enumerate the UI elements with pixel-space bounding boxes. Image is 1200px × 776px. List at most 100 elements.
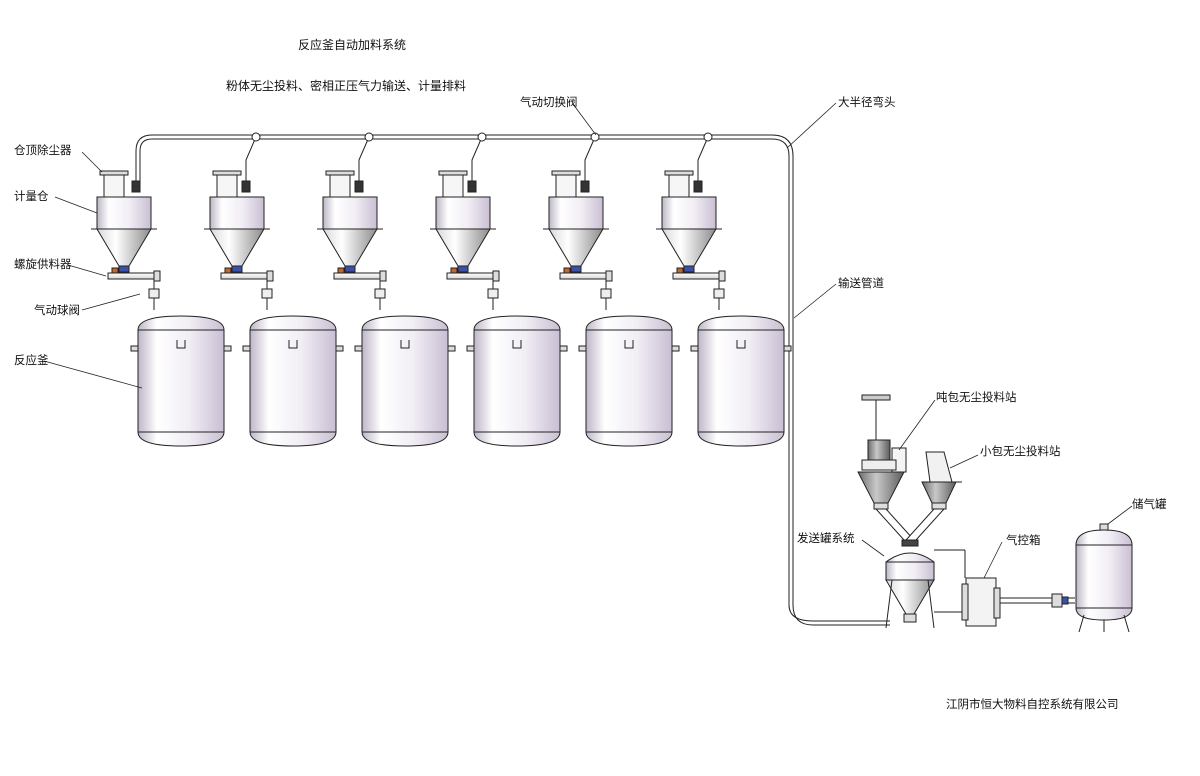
weigh-bin bbox=[96, 196, 152, 230]
company-name: 江阴市恒大物料自控系统有限公司 bbox=[946, 697, 1119, 711]
discharge-valve-actuator bbox=[676, 267, 684, 274]
inlet-valve bbox=[354, 180, 364, 193]
label-ball-valve: 气动球阀 bbox=[34, 303, 80, 317]
main-pipeline bbox=[135, 134, 890, 626]
diagram-title: 反应釜自动加料系统 bbox=[298, 38, 407, 52]
screw-feeder-end bbox=[492, 270, 500, 282]
weigh-bin-cone bbox=[435, 228, 491, 267]
reactor-vessel bbox=[585, 315, 673, 447]
reactor-lug bbox=[578, 345, 587, 352]
dust-collector-cap bbox=[325, 170, 355, 176]
reactor-nozzle-mark bbox=[736, 340, 746, 349]
reactor-unit bbox=[656, 132, 792, 447]
inlet-valve bbox=[467, 180, 477, 193]
switch-valve bbox=[703, 132, 713, 142]
inlet-valve bbox=[131, 180, 141, 193]
weigh-bin-cone bbox=[661, 228, 717, 267]
weigh-bin bbox=[322, 196, 378, 230]
reactor-unit bbox=[543, 132, 680, 447]
screw-feeder bbox=[559, 272, 607, 280]
discharge-valve bbox=[344, 265, 356, 273]
label-weigh-bin: 计量仓 bbox=[14, 189, 49, 203]
screw-feeder bbox=[446, 272, 494, 280]
dust-collector-cap bbox=[664, 170, 694, 176]
dust-collector-cap bbox=[99, 170, 129, 176]
reactor-lug bbox=[242, 345, 251, 352]
reactor-vessel bbox=[473, 315, 561, 447]
reactor-units bbox=[91, 132, 792, 447]
screw-feeder-end bbox=[605, 270, 613, 282]
reactor-lug bbox=[335, 345, 344, 352]
switch-valve bbox=[251, 132, 261, 142]
label-ton-bag-station: 吨包无尘投料站 bbox=[936, 390, 1017, 404]
reactor-lug bbox=[783, 345, 792, 352]
reactor-lug bbox=[690, 345, 699, 352]
reactor-unit bbox=[317, 132, 456, 447]
screw-feeder-end bbox=[153, 270, 161, 282]
ball-valve bbox=[713, 288, 725, 299]
reactor-vessel bbox=[697, 315, 785, 447]
label-dust-collector: 仓顶除尘器 bbox=[14, 143, 72, 157]
control-box-graphic bbox=[961, 577, 1001, 627]
feeding-station bbox=[857, 394, 1133, 633]
reactor-unit bbox=[204, 132, 344, 447]
dust-collector bbox=[329, 172, 351, 198]
discharge-valve bbox=[457, 265, 469, 273]
label-elbow: 大半径弯头 bbox=[838, 95, 896, 109]
dust-collector bbox=[668, 172, 690, 198]
reactor-vessel bbox=[249, 315, 337, 447]
dust-collector bbox=[216, 172, 238, 198]
reactor-unit bbox=[430, 132, 568, 447]
dust-collector bbox=[103, 172, 125, 198]
reactor-lug bbox=[559, 345, 568, 352]
weigh-bin bbox=[661, 196, 717, 230]
reactor-nozzle-mark bbox=[624, 340, 634, 349]
discharge-valve bbox=[231, 265, 243, 273]
reactor-nozzle-mark bbox=[512, 340, 522, 349]
discharge-valve-actuator bbox=[224, 267, 232, 274]
leader-lines bbox=[43, 102, 1133, 579]
weigh-bin bbox=[548, 196, 604, 230]
discharge-valve-actuator bbox=[337, 267, 345, 274]
air-line bbox=[996, 593, 1075, 608]
dust-collector bbox=[555, 172, 577, 198]
ton-bag-station-graphic bbox=[857, 394, 907, 510]
weigh-bin-cone bbox=[322, 228, 378, 267]
ball-valve bbox=[374, 288, 386, 299]
dust-collector-cap bbox=[438, 170, 468, 176]
screw-feeder bbox=[333, 272, 381, 280]
label-switch-valve: 气动切换阀 bbox=[520, 95, 578, 109]
air-tank-graphic bbox=[1075, 523, 1133, 633]
screw-feeder-end bbox=[379, 270, 387, 282]
switch-valve bbox=[364, 132, 374, 142]
reactor-nozzle-mark bbox=[288, 340, 298, 349]
reactor-lug bbox=[354, 345, 363, 352]
reactor-nozzle-mark bbox=[400, 340, 410, 349]
screw-feeder-end bbox=[718, 270, 726, 282]
reactor-lug bbox=[466, 345, 475, 352]
dust-collector-cap bbox=[551, 170, 581, 176]
weigh-bin-cone bbox=[548, 228, 604, 267]
reactor-vessel bbox=[137, 315, 225, 447]
label-screw-feeder: 螺旋供料器 bbox=[14, 257, 72, 271]
label-control-box: 气控箱 bbox=[1006, 533, 1041, 547]
discharge-valve bbox=[118, 265, 130, 273]
dust-collector-cap bbox=[212, 170, 242, 176]
ball-valve bbox=[148, 288, 160, 299]
inlet-valve bbox=[241, 180, 251, 193]
switch-valve bbox=[477, 132, 487, 142]
weigh-bin bbox=[435, 196, 491, 230]
weigh-bin bbox=[209, 196, 265, 230]
dust-collector bbox=[442, 172, 464, 198]
discharge-valve-actuator bbox=[111, 267, 119, 274]
label-sender-system: 发送罐系统 bbox=[797, 531, 855, 545]
label-reactor: 反应釜 bbox=[14, 353, 49, 367]
reactor-nozzle-mark bbox=[176, 340, 186, 349]
discharge-valve-actuator bbox=[450, 267, 458, 274]
screw-feeder bbox=[672, 272, 720, 280]
static-equipment bbox=[135, 134, 1075, 626]
diagram-subtitle: 粉体无尘投料、密相正压气力输送、计量排料 bbox=[226, 79, 467, 93]
ball-valve bbox=[261, 288, 273, 299]
